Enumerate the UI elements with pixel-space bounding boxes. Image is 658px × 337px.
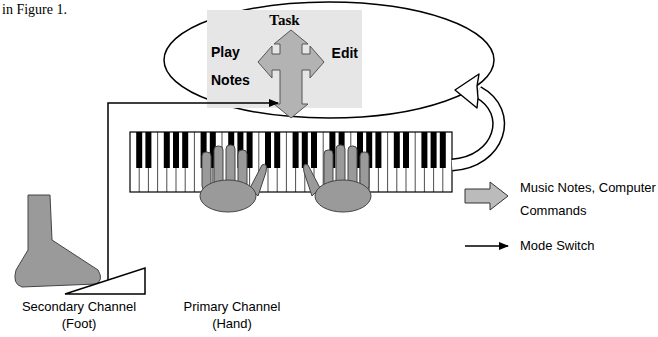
mode-label: Play Notes bbox=[211, 38, 257, 94]
mode-label: Edit bbox=[332, 44, 358, 62]
channel-label: Secondary Channel (Foot) bbox=[13, 298, 145, 332]
pedal bbox=[65, 268, 145, 294]
left-hand bbox=[200, 145, 267, 212]
figure-reference: in Figure 1. bbox=[2, 1, 92, 18]
task-heading: Task bbox=[207, 11, 362, 29]
legend-grey-arrow bbox=[465, 182, 508, 210]
legend-text: Music Notes, Computer Commands bbox=[520, 176, 656, 222]
cross-arrow bbox=[258, 30, 324, 118]
legend-black-arrow bbox=[465, 245, 508, 247]
foot bbox=[15, 195, 101, 287]
edit-feedback-arrow bbox=[452, 74, 499, 165]
channel-label: Primary Channel (Hand) bbox=[172, 298, 292, 332]
task-ellipse bbox=[164, 2, 494, 118]
task-box: TaskPlay Notes Edit bbox=[207, 10, 362, 108]
right-hand bbox=[304, 145, 372, 212]
legend-text: Mode Switch bbox=[520, 238, 650, 254]
keyboard bbox=[130, 132, 452, 192]
